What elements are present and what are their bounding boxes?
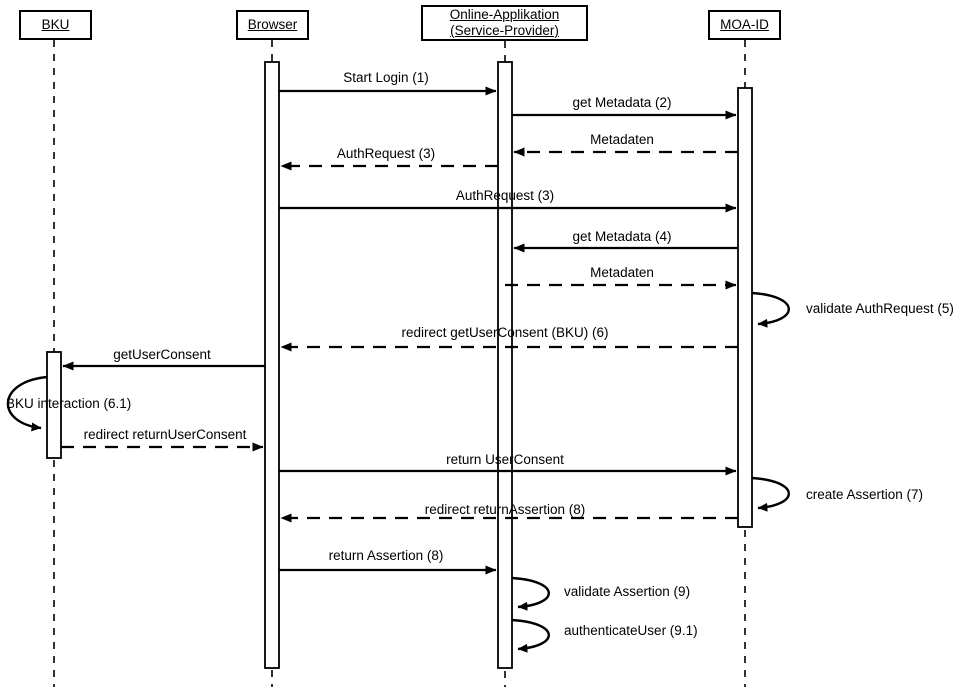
activation-bar-browser (264, 61, 280, 669)
message-label-metadaten-2: Metadaten (590, 265, 654, 280)
message-label-metadaten-1: Metadaten (590, 132, 654, 147)
activation-bar-bku (46, 351, 62, 459)
activation-bar-moa-id (737, 87, 753, 528)
message-label-return-userconsent: return UserConsent (446, 452, 564, 467)
message-label-redirect-getuserconsent: redirect getUserConsent (BKU) (6) (401, 325, 609, 340)
self-message-label-validate-assertion: validate Assertion (9) (564, 584, 691, 599)
self-message-arrow-validate-authrequest (751, 291, 790, 328)
message-label-get-metadata-2: get Metadata (2) (572, 95, 672, 110)
participant-label-browser: Browser (247, 17, 298, 32)
message-label-return-assertion: return Assertion (8) (328, 548, 444, 563)
self-message-arrow-bku-interaction (6, 375, 48, 432)
self-message-arrow-validate-assertion (511, 576, 550, 611)
participant-label-online-applikation: Online-Applikation (Service-Provider) (449, 7, 560, 38)
self-message-label-bku-interaction: BKU interaction (6.1) (6, 396, 132, 411)
message-label-get-metadata-4: get Metadata (4) (572, 229, 672, 244)
message-label-authrequest-solid: AuthRequest (3) (455, 188, 555, 203)
participant-box-bku[interactable]: BKU (19, 10, 92, 40)
self-message-label-authenticateuser: authenticateUser (9.1) (564, 623, 698, 638)
message-label-authrequest-dashed: AuthRequest (3) (336, 146, 436, 161)
participant-label-moa-id: MOA-ID (720, 17, 769, 32)
message-label-redirect-returnassertion: redirect returnAssertion (8) (424, 502, 586, 517)
participant-box-browser[interactable]: Browser (236, 10, 309, 40)
self-message-arrow-authenticateuser (511, 618, 550, 653)
self-message-label-create-assertion: create Assertion (7) (806, 487, 924, 502)
participant-box-moa-id[interactable]: MOA-ID (708, 10, 781, 40)
participant-label-bku: BKU (41, 17, 70, 32)
message-label-redirect-returnuserconsent: redirect returnUserConsent (83, 427, 247, 442)
message-label-start-login: Start Login (1) (343, 70, 429, 85)
self-message-label-validate-authrequest: validate AuthRequest (5) (806, 301, 954, 316)
message-label-getuserconsent: getUserConsent (113, 347, 211, 362)
activation-bar-online-applikation (497, 61, 513, 669)
participant-box-online-applikation[interactable]: Online-Applikation (Service-Provider) (421, 5, 588, 41)
self-message-arrow-create-assertion (751, 476, 790, 512)
